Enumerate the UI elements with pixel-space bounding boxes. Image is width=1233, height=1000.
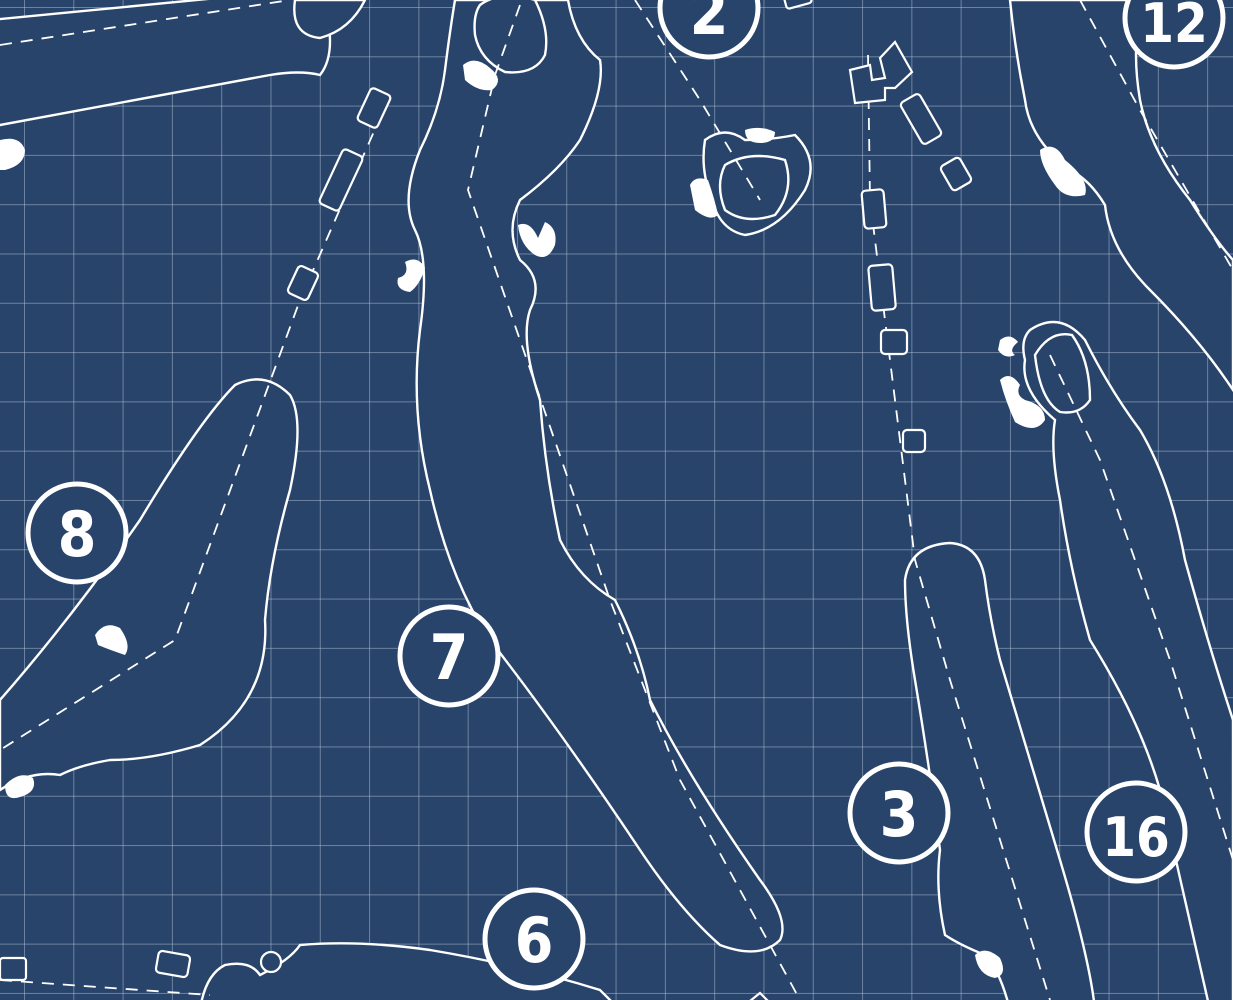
hole-label: 3 <box>880 778 919 851</box>
tee-box <box>356 87 392 129</box>
tee-box <box>0 956 28 982</box>
hole-label: 2 <box>690 0 729 49</box>
bunker <box>5 775 35 799</box>
fairway-hole-3 <box>903 541 1096 1000</box>
green-hole-7 <box>473 0 548 74</box>
hole-number-2[interactable]: 2 <box>657 0 761 60</box>
bunker <box>95 625 128 655</box>
bunker <box>690 178 718 218</box>
hole-number-6[interactable]: 6 <box>482 887 586 991</box>
hole-number-12[interactable]: 12 <box>1122 0 1226 70</box>
play-line <box>634 0 761 201</box>
play-line <box>867 54 1051 1000</box>
hole-label: 8 <box>58 498 97 571</box>
hole-number-8[interactable]: 8 <box>25 481 129 585</box>
hole-number-3[interactable]: 3 <box>847 761 951 865</box>
green-inner <box>718 154 790 221</box>
bunker <box>745 127 775 143</box>
bunker <box>518 222 556 258</box>
tee-box <box>259 950 283 974</box>
play-line <box>0 0 291 46</box>
bunker <box>975 950 1004 978</box>
hole-label: 7 <box>430 621 469 694</box>
tee-box <box>848 40 914 105</box>
tee-box <box>939 156 973 192</box>
bunker <box>463 60 499 91</box>
green-hole-16 <box>1033 333 1092 414</box>
tee-box <box>782 0 813 10</box>
tee-box <box>867 263 897 312</box>
bunker <box>998 336 1018 357</box>
tee-box <box>901 428 927 454</box>
tee-box <box>879 328 909 356</box>
hole-label: 6 <box>515 904 554 977</box>
bunker <box>1040 146 1086 197</box>
hole-number-16[interactable]: 16 <box>1084 780 1188 884</box>
fairway-hole-8 <box>0 378 299 792</box>
hole-label: 16 <box>1102 806 1170 869</box>
fairway-top-left <box>0 0 332 127</box>
tee-box <box>860 188 888 230</box>
fairway-hole-7 <box>407 0 784 953</box>
bunker <box>397 259 425 292</box>
play-line <box>0 979 211 996</box>
hole-label: 12 <box>1140 0 1208 55</box>
tee-box <box>154 949 192 979</box>
tee-box <box>286 264 320 302</box>
hole-number-7[interactable]: 7 <box>397 604 501 708</box>
tee-box <box>318 148 364 212</box>
tee-box <box>899 93 943 145</box>
tee-box <box>749 991 769 1000</box>
green <box>293 0 367 40</box>
bunker <box>1000 376 1045 429</box>
bunker <box>0 138 25 170</box>
